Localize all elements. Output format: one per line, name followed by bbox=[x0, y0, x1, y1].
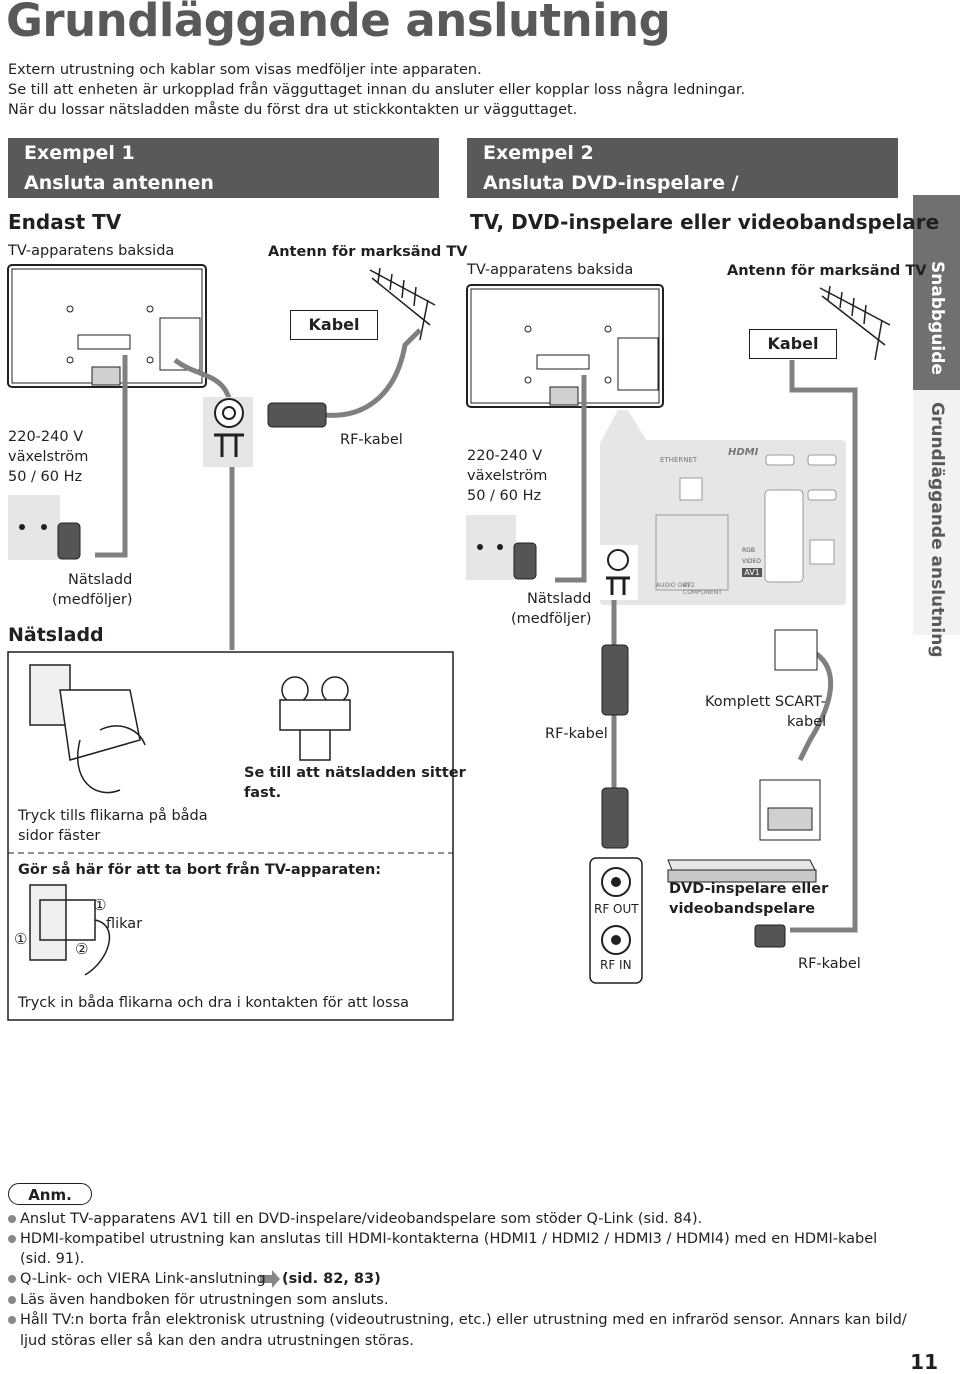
example2-antenna-label: Antenn för marksänd TV bbox=[727, 263, 927, 279]
example2-cable-box: Kabel bbox=[749, 329, 837, 359]
bullet-icon bbox=[8, 1235, 16, 1243]
example1-power-cord-title: Nätsladd bbox=[8, 624, 104, 646]
example1-header-line1: Exempel 1 bbox=[24, 142, 135, 164]
example1-rf-cable-label: RF-kabel bbox=[340, 432, 403, 448]
remove-title: Gör så här för att ta bort från TV-appar… bbox=[18, 862, 382, 878]
example2-power-cord-2: (medföljer) bbox=[511, 611, 592, 627]
press-tabs-line-2: sidor fäster bbox=[18, 828, 101, 844]
example2-tv-back-label: TV-apparatens baksida bbox=[467, 262, 634, 278]
side-tab-snabbguide[interactable]: Snabbguide bbox=[913, 195, 960, 390]
panel-ethernet-label: ETHERNET bbox=[660, 456, 698, 464]
note-item-3: Q-Link- och VIERA Link-anslutning bbox=[8, 1269, 266, 1289]
ensure-fixed-line-1: Se till att nätsladden sitter bbox=[244, 765, 466, 781]
note-item-5-cont: ljud störas eller så kan den andra utrus… bbox=[20, 1333, 414, 1349]
example2-voltage-2: växelström bbox=[467, 468, 548, 484]
example1-antenna-label: Antenn för marksänd TV bbox=[268, 244, 468, 260]
scart-cable-line-1: Komplett SCART- bbox=[705, 694, 826, 710]
tabs-label: flikar bbox=[106, 916, 143, 932]
example2-header: Exempel 2 Ansluta DVD-inspelare / videob… bbox=[467, 138, 898, 224]
example2-subtitle: TV, DVD-inspelare eller videobandspelare bbox=[470, 210, 940, 234]
bullet-icon bbox=[8, 1275, 16, 1283]
press-tabs-line-1: Tryck tills flikarna på båda bbox=[18, 808, 208, 824]
example1-voltage-3: 50 / 60 Hz bbox=[8, 469, 83, 485]
panel-audio-out-label: AUDIO OUT bbox=[656, 582, 691, 589]
intro-line-3: När du lossar nätsladden måste du först … bbox=[8, 102, 578, 118]
intro-line-2: Se till att enheten är urkopplad från vä… bbox=[8, 82, 746, 98]
remove-instruction: Tryck in båda flikarna och dra i kontakt… bbox=[18, 995, 410, 1011]
example1-header: Exempel 1 Ansluta antennen bbox=[8, 138, 439, 198]
note-item-3-ref[interactable]: (sid. 82, 83) bbox=[282, 1271, 381, 1287]
ensure-fixed-line-2: fast. bbox=[244, 785, 282, 801]
device-label-line-1: DVD-inspelare eller bbox=[669, 881, 829, 897]
note-item-4: Läs även handboken för utrustningen som … bbox=[8, 1290, 388, 1310]
example1-tv-back-label: TV-apparatens baksida bbox=[8, 243, 175, 259]
antenna-illustration-2 bbox=[819, 285, 891, 361]
rf-in-label: RF IN bbox=[600, 958, 632, 972]
tv-back-illustration-1 bbox=[7, 264, 207, 388]
example2-rf-cable-right: RF-kabel bbox=[798, 956, 861, 972]
example2-voltage-3: 50 / 60 Hz bbox=[467, 488, 542, 504]
panel-component-label: COMPONENT bbox=[683, 589, 722, 596]
bullet-icon bbox=[8, 1296, 16, 1304]
reference-arrow-icon bbox=[260, 1270, 280, 1288]
bullet-icon bbox=[8, 1215, 16, 1223]
example2-header-line2: Ansluta DVD-inspelare / videobandspelare bbox=[483, 172, 739, 224]
panel-av2-label: AV2 bbox=[683, 582, 695, 589]
example2-rf-cable-left: RF-kabel bbox=[545, 726, 608, 742]
example1-power-cord-2: (medföljer) bbox=[52, 592, 133, 608]
note-badge: Anm. bbox=[8, 1183, 92, 1205]
page-title: Grundläggande anslutning bbox=[6, 0, 671, 47]
example2-power-cord-1: Nätsladd bbox=[527, 591, 592, 607]
bullet-icon bbox=[8, 1316, 16, 1324]
device-label-line-2: videobandspelare bbox=[669, 901, 816, 917]
panel-av1-label: AV1 bbox=[742, 568, 762, 577]
intro-line-1: Extern utrustning och kablar som visas m… bbox=[8, 62, 482, 78]
example1-header-line2: Ansluta antennen bbox=[24, 172, 214, 194]
antenna-illustration-1 bbox=[369, 267, 436, 341]
scart-cable-line-2: kabel bbox=[787, 714, 827, 730]
panel-video-label: VIDEO bbox=[742, 558, 762, 565]
marker-1-left: ① bbox=[14, 930, 27, 948]
tv-back-illustration-2 bbox=[466, 284, 664, 408]
example2-voltage-1: 220-240 V bbox=[467, 448, 543, 464]
example1-power-cord-1: Nätsladd bbox=[68, 572, 133, 588]
example1-voltage-1: 220-240 V bbox=[8, 429, 84, 445]
example1-cable-box: Kabel bbox=[290, 310, 378, 340]
panel-hdmi-label: HDMI bbox=[728, 447, 759, 458]
example2-header-line1: Exempel 2 bbox=[483, 142, 594, 164]
side-tab-grundlaggande[interactable]: Grundläggande anslutning bbox=[913, 390, 960, 658]
page-number: 11 bbox=[910, 1350, 938, 1374]
marker-1-top: ① bbox=[93, 896, 106, 914]
marker-2: ② bbox=[75, 940, 88, 958]
note-item-5: Håll TV:n borta från elektronisk utrustn… bbox=[8, 1310, 907, 1330]
rf-out-label: RF OUT bbox=[594, 902, 639, 916]
note-item-1: Anslut TV-apparatens AV1 till en DVD-ins… bbox=[8, 1209, 702, 1229]
note-item-2: HDMI-kompatibel utrustning kan anslutas … bbox=[8, 1229, 877, 1249]
panel-rgb-label: RGB bbox=[742, 547, 755, 554]
example1-subtitle: Endast TV bbox=[8, 210, 122, 234]
note-item-2-cont: (sid. 91). bbox=[20, 1251, 85, 1267]
example1-voltage-2: växelström bbox=[8, 449, 89, 465]
